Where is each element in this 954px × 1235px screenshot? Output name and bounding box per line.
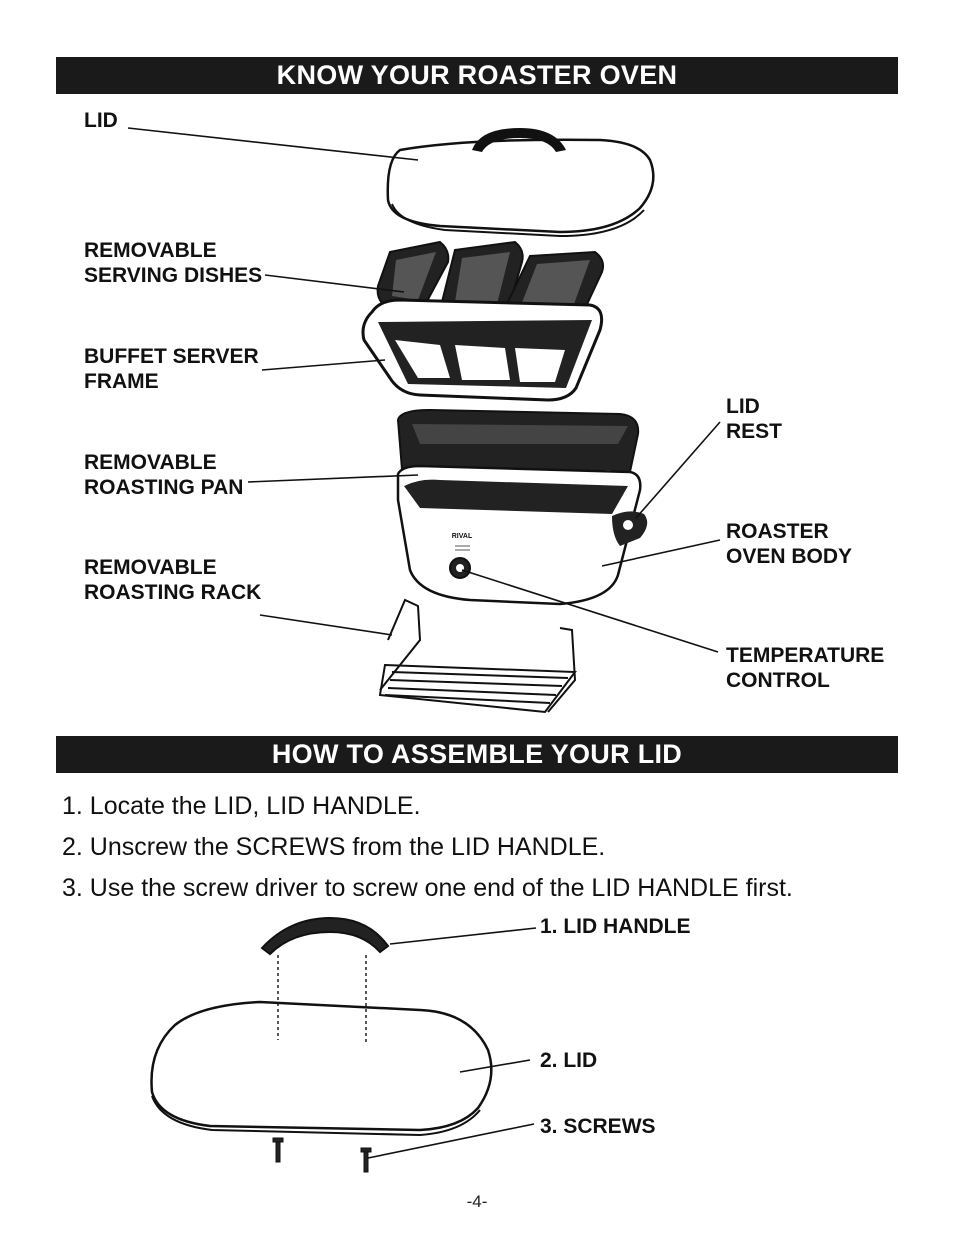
assembly-leader-lines: [367, 927, 537, 1159]
page-number: -4-: [466, 1192, 488, 1211]
label-screws: 3. SCREWS: [540, 1115, 656, 1138]
label-lid-rest: LID REST: [726, 395, 783, 443]
lid-assembly-illustration: [150, 1000, 493, 1137]
section-title-assemble-lid: HOW TO ASSEMBLE YOUR LID: [56, 736, 898, 773]
buffet-frame-illustration: [361, 298, 604, 402]
serving-dishes-illustration: [376, 240, 605, 344]
label-lid-handle: 1. LID HANDLE: [540, 915, 691, 938]
brand-mark: RIVAL: [452, 533, 473, 540]
label-lid-assembly: 2. LID: [540, 1049, 598, 1072]
label-roasting-rack: REMOVABLE ROASTING RACK: [84, 556, 262, 604]
roasting-rack-illustration: [378, 598, 577, 714]
label-roasting-pan: REMOVABLE ROASTING PAN: [84, 451, 244, 499]
lid-illustration: [386, 128, 655, 238]
label-temperature-control: TEMPERATURE CONTROL: [726, 644, 885, 692]
assembly-guide-lines: [277, 955, 367, 1045]
screws-illustration: [272, 1137, 372, 1173]
label-lid: LID: [84, 109, 118, 132]
assembly-steps: 1. Locate the LID, LID HANDLE. 2. Unscre…: [62, 786, 793, 909]
oven-body-illustration: RIVAL: [396, 464, 648, 606]
step-2: 2. Unscrew the SCREWS from the LID HANDL…: [62, 833, 606, 861]
lid-handle-illustration: [260, 916, 390, 956]
label-oven-body: ROASTER OVEN BODY: [726, 520, 853, 568]
section-title-know-your-roaster-oven: KNOW YOUR ROASTER OVEN: [56, 57, 898, 94]
label-buffet-frame: BUFFET SERVER FRAME: [84, 345, 259, 393]
step-3: 3. Use the screw driver to screw one end…: [62, 874, 793, 902]
leader-lines: [127, 127, 721, 653]
step-1: 1. Locate the LID, LID HANDLE.: [62, 792, 421, 820]
label-serving-dishes: REMOVABLE SERVING DISHES: [84, 239, 263, 287]
